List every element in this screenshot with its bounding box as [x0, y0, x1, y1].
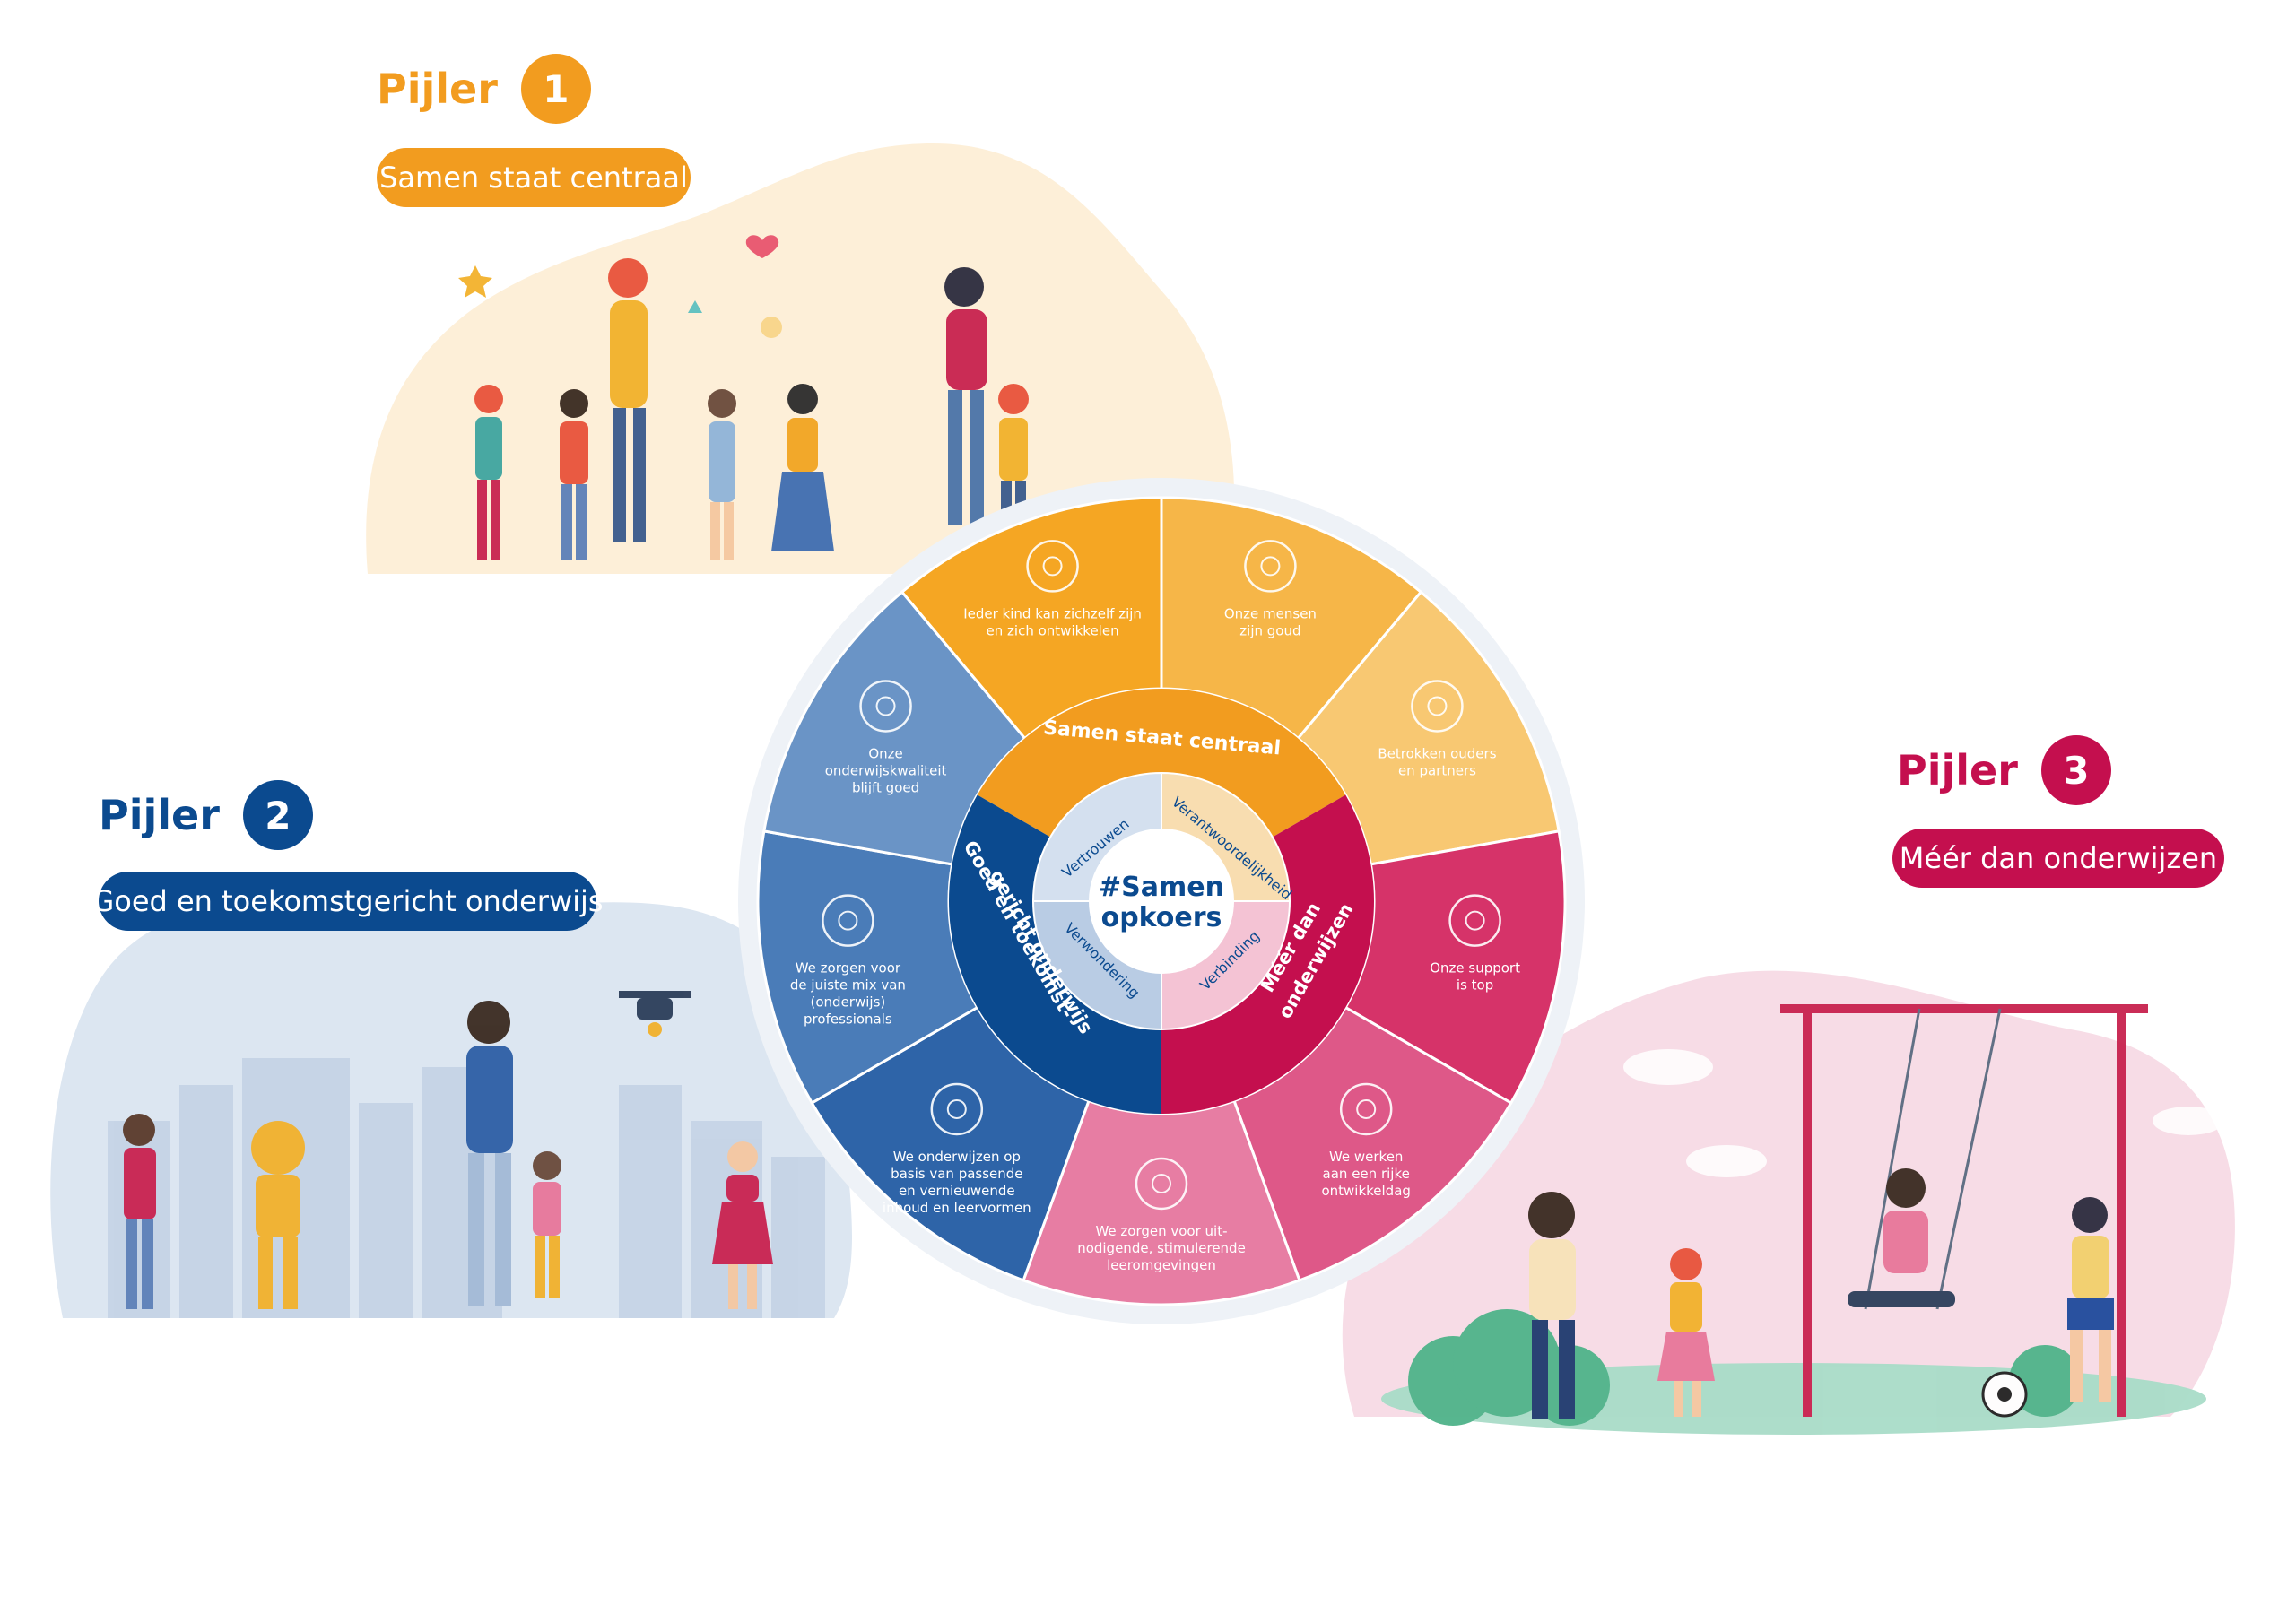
swing-ropes	[1864, 1008, 2002, 1310]
pillar-1-word: Pijler	[377, 65, 498, 113]
pillar-3-number-badge: 3	[2040, 735, 2111, 805]
pillar-2-number-badge: 2	[242, 780, 313, 850]
clouds	[1623, 1049, 2224, 1177]
swing-frame	[1780, 1004, 2148, 1417]
decorative-star-icon	[458, 265, 492, 298]
child-on-swing-figure	[1848, 1168, 1955, 1307]
pillar-3-subtitle-pill: Méér dan onderwijzen	[1892, 829, 2224, 888]
pillar-1-illustration-children-and-teachers	[458, 235, 1029, 560]
pillar-1-title: Pijler 1	[377, 54, 591, 124]
person-figure	[608, 258, 648, 542]
robot-figure	[251, 1121, 305, 1309]
pillar-2-subtitle-pill: Goed en toekomstgericht onderwijs	[91, 872, 604, 931]
child-figure	[533, 1151, 561, 1298]
decorative-dot	[761, 317, 782, 338]
child-figure	[123, 1114, 156, 1309]
football-icon	[1981, 1371, 2028, 1418]
person-figure	[466, 1001, 513, 1306]
pillar-2-word: Pijler	[99, 791, 220, 839]
child-figure	[2067, 1197, 2114, 1402]
pillar-3-word: Pijler	[1897, 746, 2018, 794]
pillar-3-title: Pijler 3	[1897, 735, 2111, 805]
child-figure	[1657, 1248, 1715, 1417]
pillar-2-title: Pijler 2	[99, 780, 313, 850]
child-figure	[560, 389, 588, 560]
pillar-1-subtitle-pill: Samen staat centraal	[377, 148, 691, 207]
decorative-triangle	[688, 300, 702, 313]
drone-icon	[619, 991, 691, 1037]
child-figure	[474, 385, 503, 560]
decorative-heart-icon	[745, 235, 779, 258]
pillar-1-number-badge: 1	[520, 54, 591, 124]
child-figure	[708, 389, 736, 560]
